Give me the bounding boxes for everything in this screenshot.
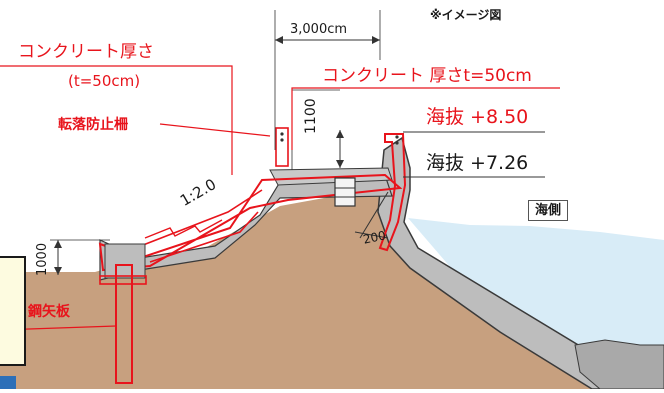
pile-cap <box>99 275 147 285</box>
stepped-base <box>144 219 223 239</box>
steel-sheet-pile <box>115 264 133 384</box>
elevation-existing-crest: 海抜 +7.26 <box>426 152 529 174</box>
steel-sheet-pile-label: 鋼矢板 <box>28 304 70 320</box>
revetment-toe <box>574 339 664 390</box>
left-height-dimension: 1000 <box>35 242 50 276</box>
concrete-thickness-label: コンクリート厚さ <box>18 42 154 62</box>
legend-box <box>0 256 26 366</box>
legend-marker <box>0 376 16 389</box>
top-width-dimension: 3,000cm <box>290 22 348 37</box>
thickness-top-leader <box>291 87 560 150</box>
base-width-leader <box>359 191 389 239</box>
embankment-soil <box>0 190 610 389</box>
wall-height-dimension: 1100 <box>303 98 319 134</box>
sea-side-label: 海側 <box>528 200 569 221</box>
image-note: ※イメージ図 <box>430 8 502 22</box>
concrete-thickness-value: (t=50cm) <box>68 72 141 90</box>
land-footing <box>104 243 146 279</box>
sea-water <box>408 218 664 345</box>
drainage-box <box>334 177 356 207</box>
fence-leader <box>159 123 271 137</box>
fall-prevention-fence-label: 転落防止柵 <box>58 117 128 133</box>
elevation-new-crest: 海抜 +8.50 <box>426 106 529 128</box>
thickness-leader <box>0 65 233 175</box>
concrete-cover-inner <box>124 189 263 263</box>
sea-side-fence-post <box>395 135 399 145</box>
parapet-wall <box>378 133 407 252</box>
concrete-thickness-top-label: コンクリート 厚さt=50cm <box>322 66 532 86</box>
fall-prevention-fence-post <box>275 127 289 167</box>
